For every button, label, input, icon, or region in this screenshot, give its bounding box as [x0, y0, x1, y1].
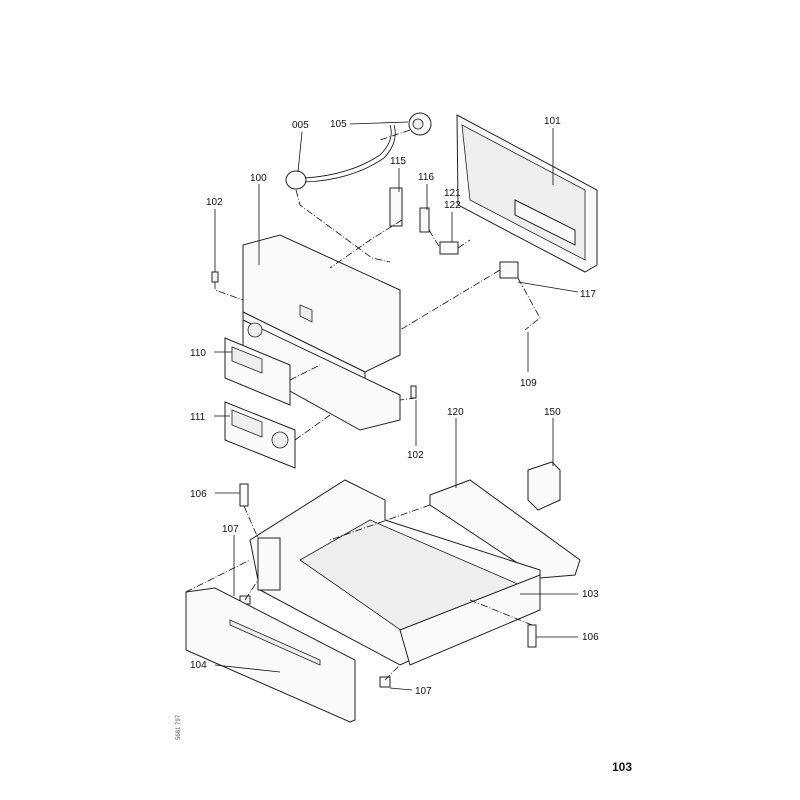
label-106: 106 — [582, 632, 599, 643]
page-number: 103 — [612, 760, 632, 774]
label-100: 100 — [250, 173, 267, 184]
label-122: 122 — [444, 200, 461, 211]
label-106: 106 — [190, 489, 207, 500]
part-150-box — [527, 461, 561, 511]
label-116: 116 — [418, 172, 434, 183]
leader-lines — [214, 121, 579, 691]
label-102: 102 — [206, 197, 223, 208]
part-104-front-panel — [185, 587, 356, 723]
part-107-clip — [379, 676, 391, 688]
label-150: 150 — [544, 407, 561, 418]
part-115 — [389, 187, 403, 227]
part-102-clip — [410, 385, 417, 399]
label-105: 105 — [330, 119, 347, 130]
part-106-clip — [239, 483, 249, 507]
part-111-control-module — [224, 401, 296, 469]
label-121: 121 — [444, 188, 461, 199]
part-101-rear-cover — [456, 114, 598, 273]
label-005: 005 — [292, 120, 309, 131]
part-121-122 — [439, 241, 459, 255]
label-110: 110 — [190, 348, 206, 359]
label-120: 120 — [447, 407, 464, 418]
label-101: 101 — [544, 116, 561, 127]
part-100-control-housing — [242, 234, 401, 431]
part-107-holder — [257, 537, 281, 591]
part-106-clip — [527, 624, 537, 648]
part-105-connector — [408, 112, 432, 136]
drawing-number: 5681 797 — [176, 714, 182, 740]
part-117 — [499, 261, 519, 279]
label-107: 107 — [222, 524, 239, 535]
assembly-lines — [185, 129, 541, 681]
label-111: 111 — [190, 412, 206, 423]
label-115: 115 — [390, 156, 406, 167]
label-117: 117 — [580, 289, 596, 300]
label-104: 104 — [190, 660, 207, 671]
part-005-cable — [285, 124, 396, 190]
part-116 — [419, 207, 430, 233]
label-107: 107 — [415, 686, 432, 697]
part-102-clip — [211, 271, 219, 283]
part-103-base — [249, 479, 541, 666]
label-103: 103 — [582, 589, 599, 600]
part-110-control-module — [224, 337, 291, 406]
label-102: 102 — [407, 450, 424, 461]
label-109: 109 — [520, 378, 537, 389]
